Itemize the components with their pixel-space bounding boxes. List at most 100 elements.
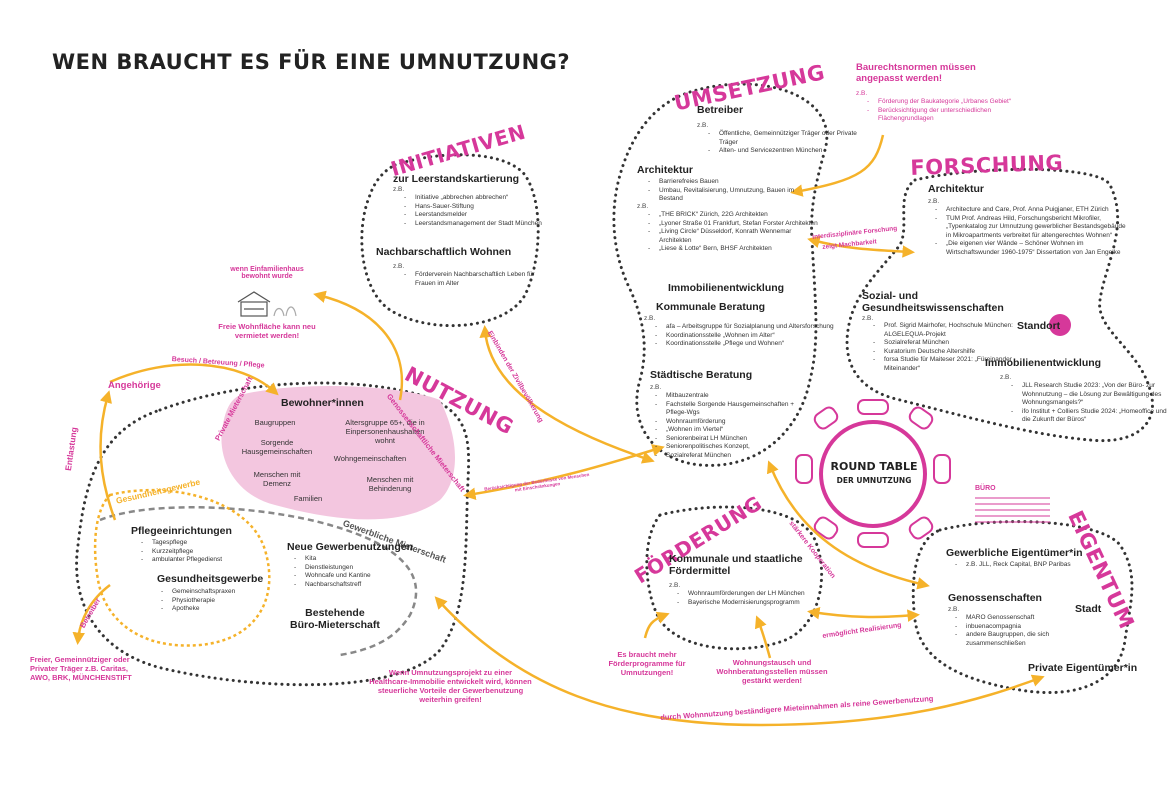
standort-dot	[1049, 314, 1071, 336]
arrow-einbinden	[479, 325, 655, 464]
list-item: Koordinationsstelle „Pflege und Wohnen“	[655, 340, 836, 349]
betreiber-title: Betreiber	[697, 104, 744, 116]
staedtische-zb: z.B.	[650, 384, 662, 391]
forschung-architektur-list: Architecture and Care, Prof. Anna Puigja…	[924, 206, 1131, 257]
pflege-title: Pflegeeinrichtungen	[131, 525, 232, 537]
note-mehr-foerder: Es braucht mehr Förderprogramme für Umnu…	[608, 650, 686, 677]
kommunale-beratung-title: Kommunale Beratung	[656, 301, 766, 313]
forschung-architektur-zb: z.B.	[928, 198, 940, 205]
bewohner-item-altersgruppe: Altersgruppe 65+, die in Einpersonenhaus…	[345, 418, 425, 445]
list-item: ambulanter Pflegedienst	[141, 556, 262, 565]
list-item: Kuratorium Deutsche Altershilfe	[873, 348, 1034, 357]
sozial-zb: z.B.	[862, 315, 874, 322]
bewohner-item-behinderung: Menschen mit Behinderung	[366, 475, 414, 493]
staedtische-beratung-title: Städtische Beratung	[650, 369, 753, 381]
stadt-label: Stadt	[1075, 603, 1102, 615]
list-item: Physiotherapie	[161, 597, 272, 606]
round-table-icon	[795, 399, 951, 548]
list-item: Bayerische Modernisierungsprogramm	[677, 599, 838, 608]
arrow-beruecksichtigung	[463, 444, 665, 500]
round-table-line2: DER UMNUTZUNG	[836, 476, 912, 485]
list-item: Berücksichtigung der unterschiedlichen F…	[867, 107, 1028, 124]
round-table-line1: ROUND TABLE	[830, 460, 918, 473]
buero-lines-icon	[975, 497, 1050, 523]
gesundheit-list: Gemeinschaftspraxen Physiotherapie Apoth…	[150, 588, 272, 614]
bewohner-item-sorgende: Sorgende Hausgemeinschaften	[241, 438, 313, 456]
list-item: „Wohnen im Viertel“	[655, 426, 816, 435]
betreiber-zb: z.B.	[697, 122, 709, 129]
arrow-mehr-foerder	[643, 611, 670, 639]
list-item: Seniorenbeirat LH München	[655, 435, 816, 444]
gewerbliche-eigentuemer-title: Gewerbliche Eigentümer*in	[946, 547, 1083, 559]
list-item: Alten- und Servicezentren München	[708, 147, 859, 156]
forschung-immo-zb: z.B.	[1000, 374, 1012, 381]
list-item: TUM Prof. Andreas Hild, Forschungsberich…	[935, 215, 1131, 241]
arrow-besuch	[109, 363, 279, 396]
list-item: „THE BRICK“ Zürich, 22G Architekten	[648, 211, 824, 220]
arrow-mieteinnahmen	[434, 596, 1045, 727]
list-item: „Lyoner Straße 01 Frankfurt, Stefan Fors…	[648, 220, 824, 229]
foerderung-list: Wohnraumförderungen der LH München Bayer…	[666, 590, 838, 607]
list-item: Wohnraumförderungen der LH München	[677, 590, 838, 599]
list-item: Koordinationsstelle „Wohnen im Alter“	[655, 332, 836, 341]
architektur-examples: „THE BRICK“ Zürich, 22G Architekten „Lyo…	[637, 211, 824, 254]
list-item: Wohnraumförderung	[655, 418, 816, 427]
list-item: inbuenacompagnia	[955, 623, 1076, 632]
list-item: Nachbarschaftstreff	[294, 581, 415, 590]
nutzung-bubble	[75, 381, 471, 687]
bewohner-title: Bewohner*innen	[281, 397, 364, 409]
bewohner-item-familien: Familien	[293, 494, 323, 503]
neue-gewerbe-title: Neue Gewerbenutzungen	[287, 541, 414, 553]
list-item: Förderung der Baukategorie „Urbanes Gebi…	[867, 98, 1028, 107]
initiativen-bubble	[360, 153, 540, 328]
list-item: Tagespflege	[141, 539, 262, 548]
list-item: afa – Arbeitsgruppe für Sozialplanung un…	[655, 323, 836, 332]
buero-label: BÜRO	[975, 485, 996, 492]
list-item: Hans-Sauer-Stiftung	[404, 203, 565, 212]
architektur-title: Architektur	[637, 164, 694, 176]
genossenschaften-title: Genossenschaften	[948, 592, 1042, 604]
note-angehoerige: Angehörige	[108, 380, 161, 391]
list-item: z.B. JLL, Reck Capital, BNP Paribas	[955, 561, 1116, 570]
leerstand-list: Initiative „abbrechen abbrechen“ Hans-Sa…	[393, 194, 565, 228]
nachbarschaft-title: Nachbarschaftlich Wohnen	[376, 246, 512, 258]
genossenschaften-zb: z.B.	[948, 606, 960, 613]
bewohner-item-wgs: Wohngemeinschaften	[333, 454, 407, 463]
list-item: Seniorenpolitisches Konzept,	[655, 443, 816, 452]
list-item: ifo Institut + Colliers Studie 2024: „Ho…	[1011, 408, 1167, 425]
foerderung-title: Kommunale und staatliche Fördermittel	[669, 553, 803, 577]
list-item: Umbau, Revitalisierung, Umnutzung, Bauen…	[648, 187, 819, 204]
foerderung-zb: z.B.	[669, 582, 681, 589]
leerstand-title: zur Leerstandskartierung	[393, 173, 520, 185]
nachbarschaft-list: Förderverein Nachbarschaftlich Leben für…	[393, 271, 535, 288]
kommunale-list: afa – Arbeitsgruppe für Sozialplanung un…	[644, 323, 836, 349]
kommunale-zb: z.B.	[644, 315, 656, 322]
list-item: Dienstleistungen	[294, 564, 415, 573]
sozial-list: Prof. Sigrid Mairhofer, Hochschule Münch…	[862, 322, 1034, 373]
list-item: Gemeinschaftspraxen	[161, 588, 272, 597]
list-item: Leerstandsmanagement der Stadt München	[404, 220, 565, 229]
list-item: „Living Circle“ Düsseldorf, Konrath Wenn…	[648, 228, 824, 245]
bewohner-item-demenz: Menschen mit Demenz	[253, 470, 301, 488]
list-item: Kita	[294, 555, 415, 564]
list-item: „Liese & Lotte“ Bern, BHSF Architekten	[648, 245, 824, 254]
bewohner-item-baugruppen: Baugruppen	[254, 418, 296, 427]
arrow-entlastung	[99, 390, 117, 521]
list-item: Apotheke	[161, 605, 272, 614]
neue-gewerbe-list: Kita Dienstleistungen Wohncafe und Kanti…	[283, 555, 415, 589]
bewohner-blob	[221, 385, 455, 520]
list-item: andere Baugruppen, die sich zusammenschl…	[955, 631, 1076, 648]
gewerbliche-eigentuemer-list: z.B. JLL, Reck Capital, BNP Paribas	[944, 561, 1116, 570]
staedtische-list: Mitbauzentrale Fachstelle Sorgende Hausg…	[644, 392, 816, 460]
list-item: Kurzzeitpflege	[141, 548, 262, 557]
forschung-immo-title: Immobilienentwicklung	[985, 357, 1102, 369]
arrow-realisierung	[807, 606, 920, 622]
baurecht-zb: z.B.	[856, 90, 868, 97]
architektur-list: Barrierefreies Bauen Umbau, Revitalisier…	[637, 178, 819, 204]
nachbarschaft-zb: z.B.	[393, 263, 405, 270]
list-item: Prof. Sigrid Mairhofer, Hochschule Münch…	[873, 322, 1034, 339]
page-title: WEN BRAUCHT ES FÜR EINE UMNUTZUNG?	[52, 50, 571, 74]
list-item: Sozialreferat München	[655, 452, 816, 461]
genossenschaften-list: MARO Genossenschaft inbuenacompagnia and…	[944, 614, 1076, 648]
